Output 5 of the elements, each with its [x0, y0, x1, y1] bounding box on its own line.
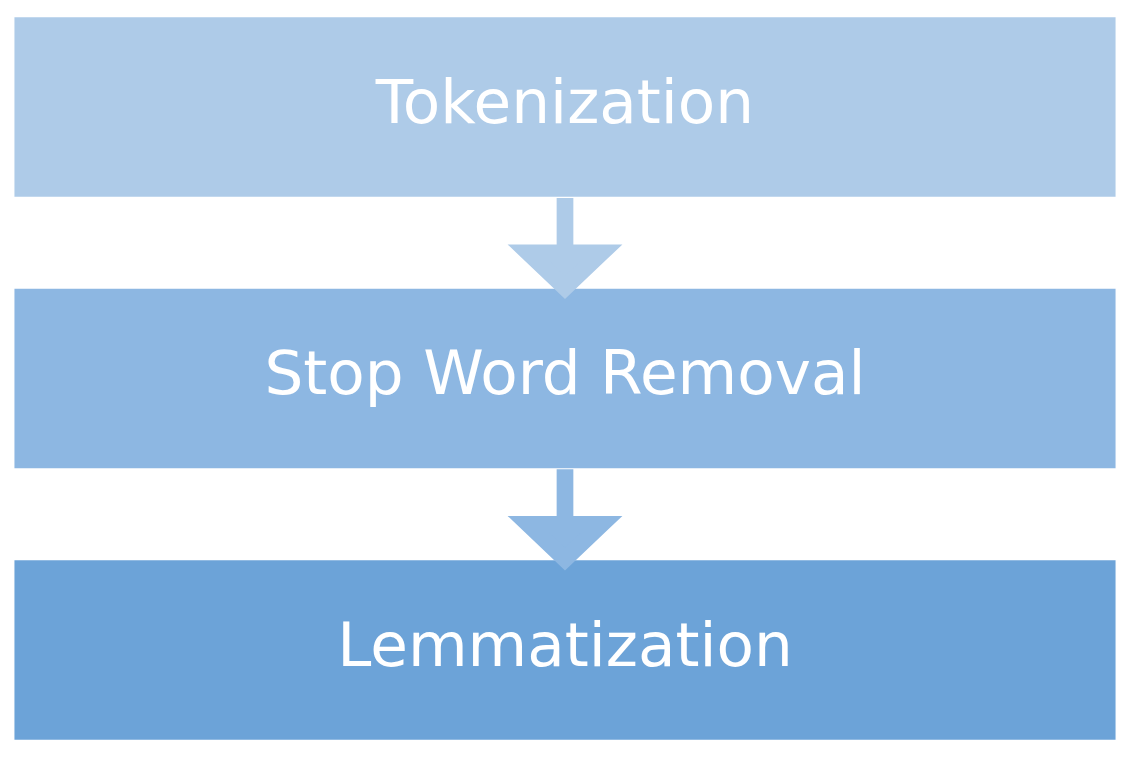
node-box: Tokenization — [13, 15, 1117, 199]
node-box: Lemmatization — [13, 558, 1117, 742]
node-box: Stop Word Removal — [13, 287, 1117, 470]
arrow — [507, 469, 623, 571]
arrow — [507, 197, 623, 300]
